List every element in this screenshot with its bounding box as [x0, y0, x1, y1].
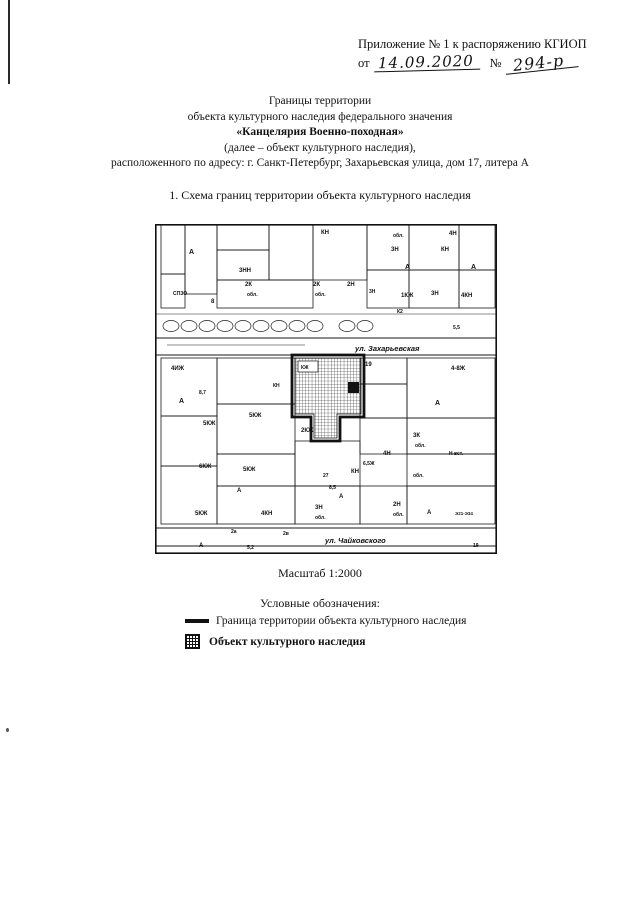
- title-line2: объекта культурного наследия федеральног…: [187, 110, 453, 123]
- map-label: 4КН: [461, 293, 472, 299]
- header-prefix-ot: от: [358, 56, 370, 70]
- scan-artifact-dot: [6, 728, 9, 732]
- buildings-mid-group: [160, 357, 496, 525]
- map-label: Н вст.: [449, 451, 464, 457]
- header-number-handwritten: 294-р: [504, 51, 580, 75]
- map-label: КЖ: [301, 365, 309, 371]
- map-label: 5КЖ: [195, 511, 208, 517]
- map-label: А: [405, 264, 410, 271]
- map-label: 8,7: [199, 390, 206, 396]
- map-label: 2а: [231, 529, 237, 535]
- heritage-object-group: [290, 353, 366, 443]
- map-label: 5КЖ: [249, 413, 262, 419]
- map-label: 1КЖ: [401, 293, 414, 299]
- legend: Граница территории объекта культурного н…: [185, 615, 565, 656]
- map-label: 3Н: [391, 247, 399, 253]
- heritage-inner-court: [348, 382, 359, 393]
- map-label: 6,5Ж: [363, 461, 375, 467]
- header-line1: Приложение № 1 к распоряжению КГИОП: [358, 37, 587, 51]
- map-label: 5КЖ: [203, 421, 216, 427]
- map-label: А: [435, 400, 440, 407]
- map-label: Э21-Э34: [455, 511, 473, 516]
- map-border: [155, 224, 497, 554]
- map-label: КН: [273, 383, 280, 389]
- map-label: 4ИЖ: [171, 366, 185, 372]
- map-label: 2КЖ: [301, 428, 314, 434]
- hatched-square-symbol: [185, 634, 200, 649]
- map-label: К2: [397, 309, 403, 315]
- map-label: 2Н: [393, 502, 401, 508]
- header-block: Приложение № 1 к распоряжению КГИОП от 1…: [358, 37, 618, 75]
- map-label: КН: [441, 247, 449, 253]
- map-label: 4КН: [261, 511, 272, 517]
- map-label: 2в: [283, 531, 289, 537]
- street-tchaikovskogo-group: ул. Чайковского: [155, 527, 497, 547]
- map-label: обл.: [247, 291, 258, 298]
- map-label: КН: [351, 469, 359, 475]
- map-label: А: [179, 398, 184, 405]
- map-label: 8,5: [329, 485, 336, 491]
- map-label: обл.: [315, 291, 326, 298]
- map-label: 3Н: [315, 505, 323, 511]
- map-label: 2К: [245, 282, 252, 288]
- title-line4: (далее – объект культурного наследия),: [224, 141, 416, 154]
- title-block: Границы территории объекта культурного н…: [0, 94, 640, 172]
- map-label: СПЗО: [173, 291, 187, 297]
- map-label: обл.: [393, 511, 404, 518]
- map-label: обл.: [393, 232, 404, 239]
- buildings-north-group: [155, 224, 497, 315]
- heritage-object-hatched-footprint: [294, 357, 362, 439]
- legend-boundary-label: Граница территории объекта культурного н…: [216, 615, 467, 627]
- legend-item-boundary: Граница территории объекта культурного н…: [185, 615, 565, 627]
- map-label: 2Н: [347, 282, 355, 288]
- street-name-tchaikovskogo: ул. Чайковского: [324, 536, 386, 545]
- map-label: обл.: [415, 442, 426, 449]
- map-label: 19: [365, 362, 372, 368]
- header-date-handwritten: 14.09.2020: [373, 52, 480, 73]
- section-heading: 1. Схема границ территории объекта культ…: [169, 188, 471, 202]
- map-label: 3Н: [369, 289, 376, 295]
- map-label: 5КЖ: [243, 467, 256, 473]
- map-label: А: [237, 488, 242, 494]
- street-zakharyevskaya-group: ул. Захарьевская: [155, 320, 497, 356]
- map-label: 8: [211, 299, 215, 305]
- cadastral-map: ул. Захарьевская: [155, 224, 497, 554]
- map-label: А: [189, 249, 194, 256]
- map-label: 3К: [413, 433, 420, 439]
- map-label: А: [199, 543, 204, 549]
- map-labels-group: А 3НН КН обл. 3Н А КН 4Н А 2К обл. 2К обл. 2Н 3Н 1КЖ 3Н 4…: [171, 230, 479, 551]
- map-label: А: [471, 264, 476, 271]
- street-name-zakharyevskaya: ул. Захарьевская: [354, 344, 420, 353]
- map-schema: ул. Захарьевская: [155, 224, 497, 554]
- legend-title: Условные обозначения:: [259, 596, 381, 610]
- title-address-line: расположенного по адресу: г. Санкт-Петер…: [111, 157, 529, 169]
- map-label: 6КЖ: [199, 464, 212, 470]
- map-label: обл.: [315, 514, 326, 521]
- map-scale-label: Масштаб 1:2000: [278, 566, 362, 580]
- map-label: 5,5: [453, 325, 460, 331]
- map-label: 5,2: [247, 545, 254, 551]
- boundary-line-symbol: [185, 619, 209, 623]
- map-label: 3Н: [431, 291, 439, 297]
- territory-boundary-line: [290, 353, 366, 443]
- legend-item-object: Объект культурного наследия: [185, 634, 565, 649]
- scan-artifact-line: [8, 0, 10, 84]
- map-label: 19: [473, 543, 479, 549]
- map-label: 3НН: [239, 268, 251, 274]
- map-label: А: [339, 494, 344, 500]
- heritage-label-box: [297, 360, 319, 373]
- map-label: 2К: [313, 282, 320, 288]
- map-label: А: [427, 510, 432, 516]
- map-label: 4-8Ж: [451, 366, 466, 372]
- map-label: 27: [323, 473, 329, 479]
- map-label: обл.: [413, 472, 424, 479]
- title-line1: Границы территории: [268, 95, 372, 107]
- map-label: 4Н: [449, 231, 457, 237]
- legend-object-label: Объект культурного наследия: [209, 635, 366, 648]
- map-label: 4Н: [383, 451, 391, 457]
- header-number-sign: №: [489, 56, 502, 70]
- header-line2: от 14.09.2020 № 294-р: [358, 51, 618, 75]
- map-label: КН: [321, 230, 329, 236]
- title-object-name: «Канцелярия Военно-походная»: [236, 126, 404, 138]
